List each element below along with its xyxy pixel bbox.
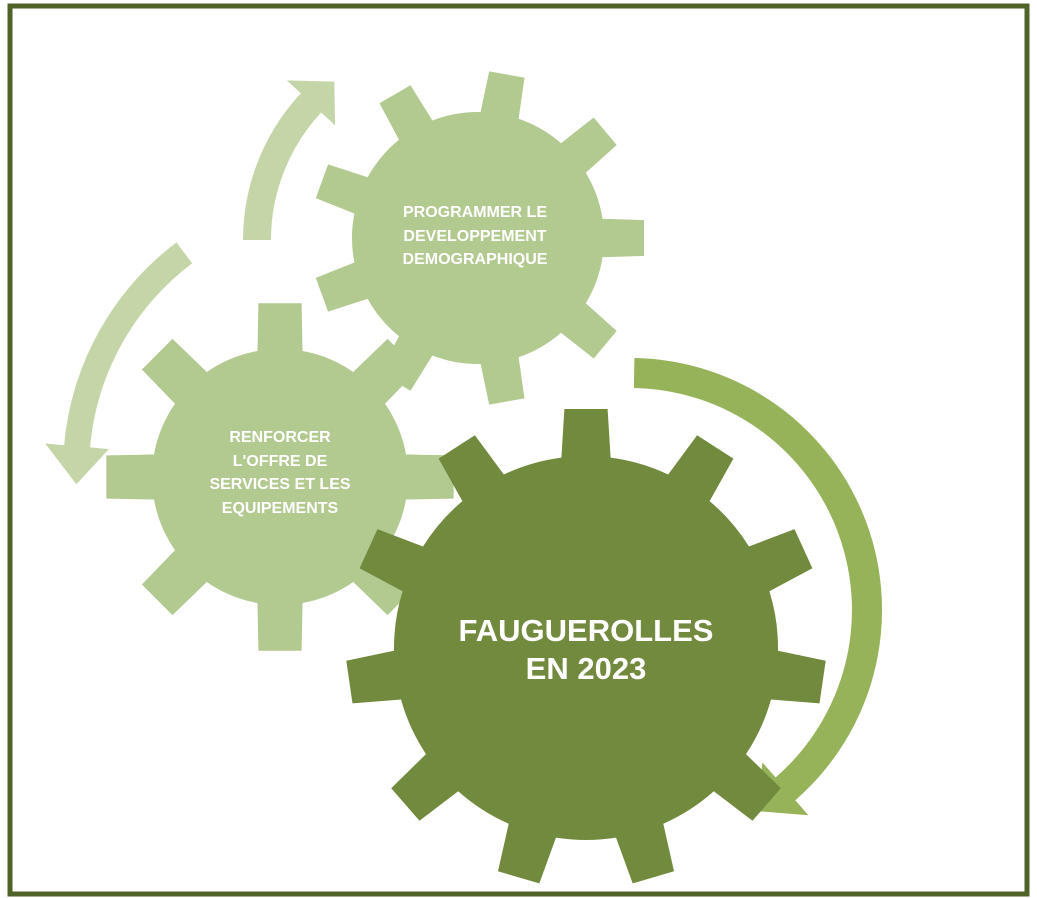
gear-left-label-line-3: SERVICES ET LES	[209, 476, 351, 493]
gear-left-label-line-4: EQUIPEMENTS	[221, 499, 339, 517]
gear-main-label: FAUGUEROLLES EN 2023	[456, 612, 716, 688]
gear-main-label-line-2: EN 2023	[525, 651, 647, 686]
curved-arrow-main	[633, 358, 883, 816]
gear-left-label: RENFORCER L'OFFRE DE SERVICES ET LES EQU…	[180, 426, 380, 520]
gear-upper-label-line-1: PROGRAMMER LE	[403, 204, 547, 221]
curved-arrow-cycle-top	[243, 80, 336, 241]
gear-upper	[315, 71, 644, 405]
curved-arrow-cycle-left	[45, 242, 193, 485]
gear-left-label-line-2: L'OFFRE DE	[232, 452, 328, 470]
gear-upper-label: PROGRAMMER LE DEVELOPPEMENT DEMOGRAPHIQU…	[365, 201, 585, 272]
gear-main	[346, 409, 826, 884]
gear-left-label-line-1: RENFORCER	[229, 429, 331, 446]
gear-upper-label-line-3: DEMOGRAPHIQUE	[402, 251, 548, 268]
gear-main-label-line-1: FAUGUEROLLES	[458, 613, 714, 648]
gear-upper-label-line-2: DEVELOPPEMENT	[403, 227, 547, 245]
